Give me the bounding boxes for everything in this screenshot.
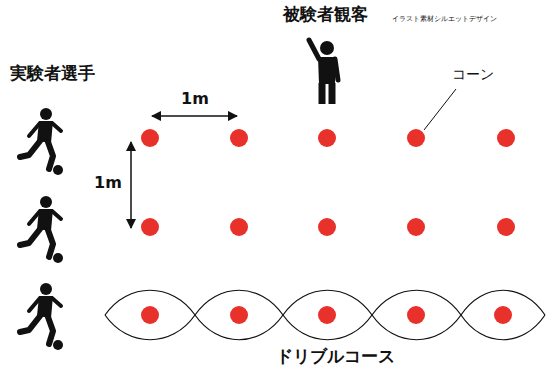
cone	[141, 218, 159, 236]
cone	[318, 218, 336, 236]
cone	[141, 129, 159, 147]
player-label: 実験者選手	[10, 64, 95, 84]
cone	[141, 306, 159, 324]
player-figure	[20, 196, 63, 263]
spectator-label: 被験者観客	[283, 5, 368, 25]
cone	[497, 129, 515, 147]
cone	[318, 306, 336, 324]
cone	[494, 306, 512, 324]
cone	[497, 218, 515, 236]
player-figure	[20, 283, 63, 350]
cone	[230, 306, 248, 324]
spectator-figure	[309, 40, 338, 104]
cone	[318, 129, 336, 147]
course-label: ドリブルコース	[276, 347, 395, 367]
dimension-label: 1m	[181, 90, 209, 108]
player-figure	[20, 108, 63, 175]
cone	[230, 218, 248, 236]
cone	[407, 218, 425, 236]
dimension-arrow	[130, 142, 132, 228]
dimension-arrow	[152, 115, 237, 117]
dimension-label: 1m	[94, 174, 122, 192]
callout-label: コーン	[452, 66, 494, 82]
watermark: イラスト素材シルエットデザイン	[392, 15, 497, 23]
cone	[407, 129, 425, 147]
leader-line	[424, 89, 456, 130]
cone-grid	[141, 129, 515, 324]
cone	[407, 306, 425, 324]
cone	[230, 129, 248, 147]
